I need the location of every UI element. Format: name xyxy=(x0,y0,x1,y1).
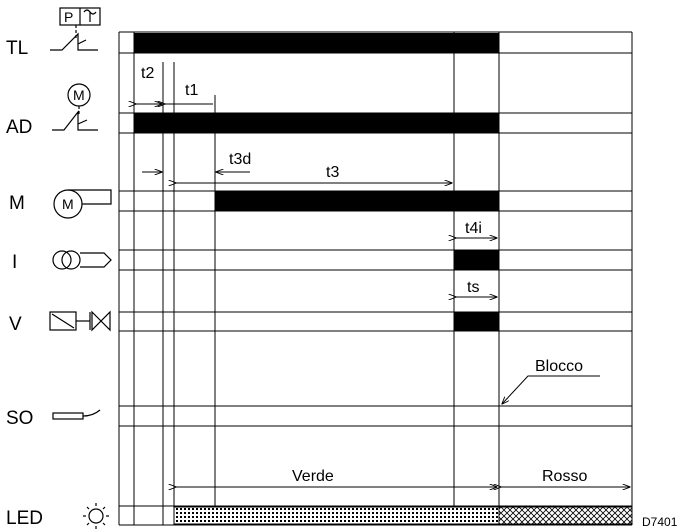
row-label-so: SO xyxy=(6,408,33,429)
v-active-bar xyxy=(454,312,499,331)
led-green-fill xyxy=(173,506,500,525)
solenoid-valve-icon xyxy=(49,310,111,332)
verde-label: Verde xyxy=(292,468,334,485)
row-label-i: I xyxy=(12,252,17,273)
rosso-label: Rosso xyxy=(542,468,587,485)
tl-active-bar xyxy=(134,33,499,53)
ts-label: ts xyxy=(467,279,479,296)
flame-sensor-icon xyxy=(52,409,101,420)
drawing-code: D7401 xyxy=(642,515,678,529)
m-active-bar xyxy=(215,191,499,211)
grid xyxy=(118,31,633,526)
t1-label: t1 xyxy=(185,82,198,99)
ignition-transformer-icon xyxy=(52,250,112,270)
timing-arrows xyxy=(136,104,630,487)
t3d-label: t3d xyxy=(229,151,251,168)
signal-bars xyxy=(134,33,499,331)
t2-label: t2 xyxy=(141,65,154,82)
i-active-bar xyxy=(454,250,499,270)
led-sun-icon xyxy=(83,503,109,529)
t3-label: t3 xyxy=(326,164,339,181)
t4i-label: t4i xyxy=(465,220,482,237)
contact-switch-icon: M xyxy=(52,83,98,131)
row-label-led: LED xyxy=(6,508,43,529)
row-label-tl: TL xyxy=(6,38,28,59)
ad-active-bar xyxy=(134,113,499,133)
row-label-ad: AD xyxy=(6,117,32,138)
svg-text:M: M xyxy=(73,87,85,103)
thermostat-pressure-switch-icon: P xyxy=(50,7,101,51)
svg-text:M: M xyxy=(62,196,74,212)
blocco-leader xyxy=(502,375,600,404)
motor-icon: M xyxy=(53,189,112,219)
row-label-m: M xyxy=(9,193,25,214)
led-red-fill xyxy=(498,506,633,525)
row-label-v: V xyxy=(9,314,22,335)
blocco-label: Blocco xyxy=(535,358,583,375)
svg-text:P: P xyxy=(64,9,73,25)
